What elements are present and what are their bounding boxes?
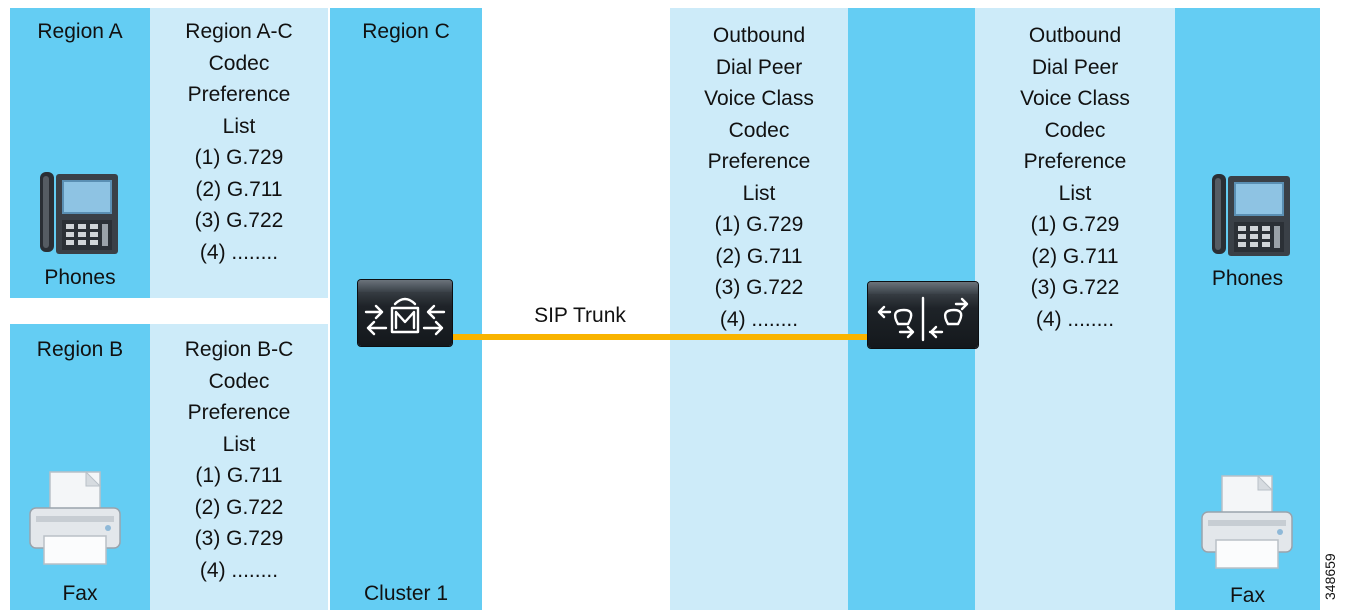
outbound-2-line-6: List [1058, 181, 1092, 205]
outbound-2-line-4: Codec [1044, 118, 1106, 142]
region-b-device-label: Fax [62, 582, 98, 605]
voice-gateway-device [868, 282, 978, 348]
outbound-1-line-2: Dial Peer [715, 55, 803, 79]
region-c-footer: Cluster 1 [363, 582, 449, 605]
region-bc-line-8: (4) ........ [199, 558, 279, 582]
region-bc-line-2: Codec [208, 369, 270, 393]
region-bc-line-4: List [222, 432, 256, 456]
outbound-2-line-1: Outbound [1028, 24, 1122, 47]
outbound-2-line-2: Dial Peer [1031, 55, 1119, 79]
outbound-2-line-7: (1) G.729 [1030, 213, 1120, 236]
region-ac-line-4: List [222, 114, 256, 138]
region-bc-line-5: (1) G.711 [195, 464, 283, 487]
region-ac-line-5: (1) G.729 [194, 146, 284, 169]
outbound-2-line-10: (4) ........ [1035, 307, 1115, 331]
outbound-2-line-8: (2) G.711 [1031, 244, 1119, 268]
outbound-list-panel-2 [975, 8, 1175, 610]
fax-printer-icon [29, 470, 121, 565]
outbound-2-line-5: Preference [1023, 150, 1127, 173]
region-ac-line-1: Region A-C [185, 20, 293, 43]
outbound-1-line-3: Voice Class [704, 87, 814, 110]
figure-number: 348659 [1322, 553, 1338, 600]
right-fax-label: Fax [1229, 584, 1265, 607]
outbound-1-line-10: (4) ........ [719, 307, 799, 331]
ip-phone-icon [1212, 174, 1290, 256]
region-ac-line-7: (3) G.722 [194, 209, 284, 232]
region-a-title: Region A [37, 20, 123, 43]
region-ac-line-8: (4) ........ [199, 240, 279, 264]
right-phones-label: Phones [1211, 267, 1284, 290]
region-bc-list-panel [150, 324, 328, 610]
region-c-title: Region C [362, 20, 450, 43]
region-a-device-label: Phones [44, 266, 116, 289]
ip-phone-icon [40, 172, 118, 254]
outbound-1-line-1: Outbound [712, 24, 806, 47]
call-manager-icon [364, 297, 446, 336]
outbound-1-line-7: (1) G.729 [714, 213, 804, 236]
outbound-list-panel-1 [670, 8, 848, 610]
outbound-2-line-9: (3) G.722 [1030, 276, 1120, 299]
voice-gateway-icon [877, 296, 969, 342]
region-ac-list-panel [150, 8, 328, 298]
region-bc-line-7: (3) G.729 [194, 527, 284, 550]
outbound-1-line-5: Preference [707, 150, 811, 173]
region-bc-line-3: Preference [187, 401, 291, 424]
outbound-1-line-9: (3) G.722 [714, 276, 804, 299]
region-ac-line-6: (2) G.711 [195, 177, 283, 201]
outbound-1-line-6: List [742, 181, 776, 205]
sip-trunk-label: SIP Trunk [534, 304, 626, 327]
sip-trunk-line [452, 334, 870, 340]
outbound-1-line-4: Codec [728, 118, 790, 142]
outbound-2-line-3: Voice Class [1020, 87, 1130, 110]
region-bc-line-1: Region B-C [184, 338, 294, 361]
call-manager-device [358, 280, 452, 346]
region-bc-line-6: (2) G.722 [194, 495, 284, 519]
region-ac-line-3: Preference [187, 83, 291, 106]
region-b-title: Region B [36, 338, 124, 361]
region-ac-line-2: Codec [208, 51, 270, 75]
outbound-1-line-8: (2) G.711 [715, 244, 803, 268]
fax-printer-icon [1201, 474, 1293, 569]
